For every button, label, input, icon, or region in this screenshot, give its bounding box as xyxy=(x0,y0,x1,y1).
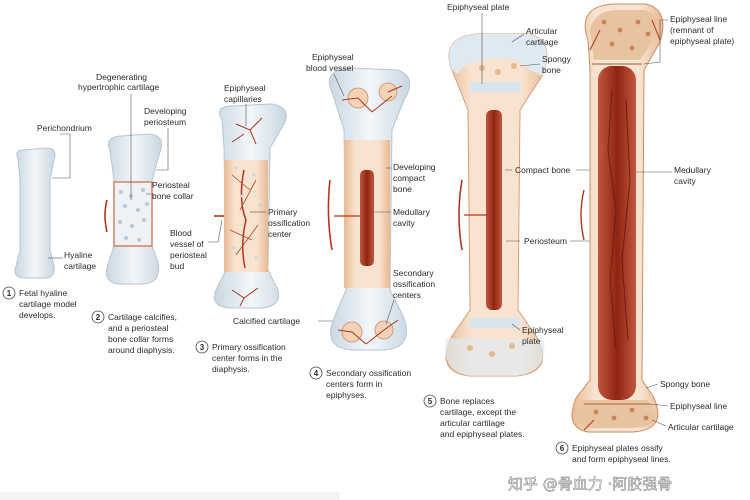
svg-text:4: 4 xyxy=(314,369,319,378)
label-blood-vessel-periosteal-bud: Blood vessel of periosteal bud xyxy=(170,228,209,271)
label-medullary-cavity-6: Medullary cavity xyxy=(674,165,713,186)
label-periosteal-bone-collar: Periosteal bone collar xyxy=(152,180,194,201)
credit-strip xyxy=(0,492,340,500)
svg-text:Epiphyseal plates ossify: Epiphyseal plates ossify and form epiphy… xyxy=(572,443,671,464)
stage-2-bone-collar xyxy=(104,133,163,285)
svg-text:Primary ossification cen: Primary ossification center forms in the… xyxy=(212,342,288,374)
step-caption-5: 5 Bone replaces cartilage, except the ar… xyxy=(423,394,525,439)
label-epiphyseal-line-top: Epiphyseal line (remnant of epiphyseal p… xyxy=(670,14,734,46)
label-articular-cartilage-bottom: Articular cartilage xyxy=(668,422,734,432)
label-perichondrium: Perichondrium xyxy=(37,123,92,133)
label-periosteum: Periosteum xyxy=(524,236,567,246)
svg-text:1: 1 xyxy=(7,289,12,298)
step-caption-3: 3 Primary ossification center forms in t… xyxy=(195,340,288,374)
stage-5-bone-replacement xyxy=(445,33,548,377)
label-degenerating-cartilage: Degenerating hypertrophic cartilage xyxy=(78,72,160,92)
label-epiphyseal-plate-5: Epiphyseal plate xyxy=(522,325,566,346)
label-articular-cartilage-top: Articular cartilage xyxy=(526,26,560,47)
stage-4-secondary-ossification xyxy=(327,67,411,351)
step-caption-1: 1 Fetal hyaline cartilage model develops… xyxy=(2,286,79,320)
label-epiphyseal-capillaries: Epiphyseal capillaries xyxy=(224,83,268,104)
stage-1-cartilage-model xyxy=(14,147,56,279)
svg-text:2: 2 xyxy=(96,313,101,322)
label-developing-compact-bone: Developing compact bone xyxy=(393,162,438,194)
label-developing-periosteum: Developing periosteum xyxy=(144,106,189,127)
label-compact-bone: Compact bone xyxy=(515,165,571,175)
step-caption-2: 2 Cartilage calcifies, and a periosteal … xyxy=(91,310,179,355)
stage-3-primary-ossification xyxy=(214,103,287,309)
label-spongy-bone-bottom: Spongy bone xyxy=(660,379,710,389)
step-caption-4: 4 Secondary ossification centers form in… xyxy=(309,366,413,400)
label-medullary-cavity-4: Medullary cavity xyxy=(393,207,432,228)
label-hyaline-cartilage: Hyaline cartilage xyxy=(64,250,96,271)
svg-text:Bone replaces cartilage,: Bone replaces cartilage, except the arti… xyxy=(440,396,525,439)
label-epiphyseal-line-bottom: Epiphyseal line xyxy=(670,401,727,411)
label-epiphyseal-blood-vessel: Epiphyseal blood vessel xyxy=(306,52,356,73)
svg-text:3: 3 xyxy=(200,343,205,352)
label-secondary-ossification-centers: Secondary ossification centers xyxy=(393,268,437,300)
svg-text:6: 6 xyxy=(560,444,565,453)
svg-text:5: 5 xyxy=(428,397,433,406)
svg-text:Secondary ossification c: Secondary ossification centers form in e… xyxy=(326,368,413,400)
label-primary-ossification-center: Primary ossification center xyxy=(268,207,312,239)
label-spongy-bone-top: Spongy bone xyxy=(542,54,573,75)
watermark-text: 知乎 @骨血力 ·阿胶强骨 xyxy=(508,475,672,493)
label-calcified-cartilage: Calcified cartilage xyxy=(233,316,300,326)
step-caption-6: 6 Epiphyseal plates ossify and form epip… xyxy=(555,441,671,464)
svg-text:Cartilage calcifies, and: Cartilage calcifies, and a periosteal bo… xyxy=(108,312,179,355)
stage-6-adult-bone xyxy=(571,3,664,433)
label-epiphyseal-plate-top: Epiphyseal plate xyxy=(447,2,510,12)
svg-text:Fetal hyaline cartilage: Fetal hyaline cartilage model develops. xyxy=(19,288,79,320)
